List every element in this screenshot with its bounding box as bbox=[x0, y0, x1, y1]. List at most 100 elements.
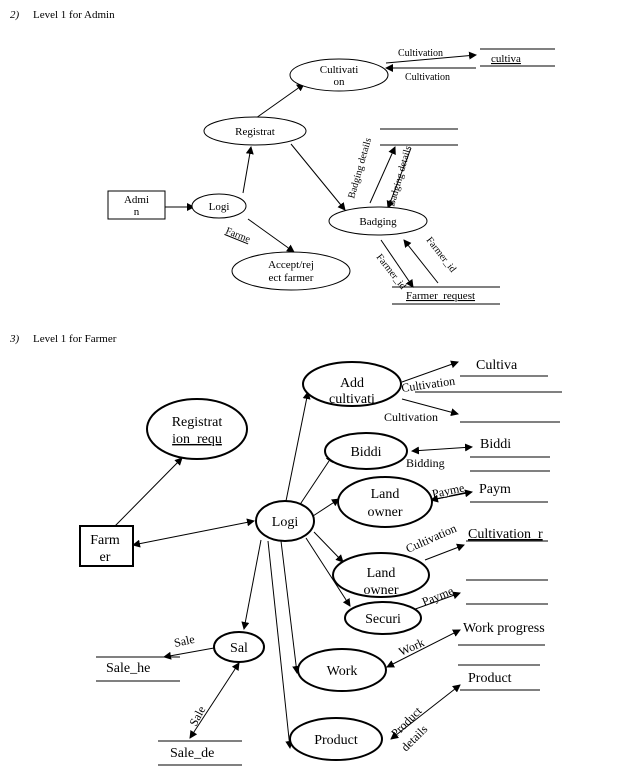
flow-farmer-id-2: Farmer_id bbox=[424, 235, 458, 275]
process-bidding[interactable]: Biddi bbox=[324, 432, 408, 470]
login-to-accept-arrow bbox=[247, 218, 295, 253]
farmer-entity-line1: Farm bbox=[90, 533, 120, 548]
payme-1-arrow bbox=[430, 489, 473, 503]
farmer-login-arrow bbox=[132, 518, 255, 548]
registration-request-line1: Registrat bbox=[172, 415, 223, 430]
store-cultivation-r: Cultivation_r bbox=[468, 527, 543, 542]
work-arrow bbox=[386, 629, 461, 668]
add-cultivation-line1: Add bbox=[340, 376, 364, 391]
registration-to-badging-arrow bbox=[290, 143, 346, 211]
process-land-owner-2[interactable]: Land owner bbox=[332, 552, 430, 598]
flow-sale-1: Sale bbox=[173, 632, 196, 650]
land-owner-1-line1: Land bbox=[371, 487, 400, 502]
login-to-product-arrow bbox=[267, 540, 294, 749]
store-sale-de: Sale_de bbox=[170, 746, 214, 761]
process-accept-reject-admin[interactable]: Accept/rej ect farmer bbox=[231, 251, 351, 291]
login-to-sale-arrow bbox=[241, 539, 262, 630]
bidding-arrow bbox=[411, 443, 473, 455]
process-registration-label: Registrat bbox=[235, 126, 275, 138]
store-biddi: Biddi bbox=[480, 437, 511, 452]
process-product[interactable]: Product bbox=[289, 717, 383, 761]
store-cultiva-farmer: Cultiva bbox=[476, 358, 518, 373]
registration-to-cultivation-arrow bbox=[255, 83, 305, 119]
login-to-bidding-arrow bbox=[298, 454, 334, 507]
process-login-farmer[interactable]: Logi bbox=[255, 500, 315, 542]
flow-farme: Farme bbox=[224, 226, 252, 246]
land-owner-1-line2: owner bbox=[368, 505, 403, 520]
process-sale[interactable]: Sal bbox=[213, 631, 265, 663]
farmer-id-down-arrow bbox=[380, 239, 414, 288]
login-to-add-cultivation-arrow bbox=[285, 391, 311, 502]
cultivation-out-2-arrow bbox=[401, 398, 459, 417]
farmer-entity[interactable]: Farm er bbox=[79, 525, 134, 567]
farmer-to-registration-arrow bbox=[114, 457, 183, 527]
process-security[interactable]: Securi bbox=[344, 601, 422, 635]
process-cultivation-admin[interactable]: Cultivati on bbox=[289, 58, 389, 92]
badging-details-up-arrow bbox=[369, 146, 396, 204]
process-cultivation-line1: Cultivati bbox=[320, 64, 359, 76]
admin-entity-line2: n bbox=[134, 206, 140, 218]
admin-connectors bbox=[165, 48, 555, 305]
sale-de-sale-arrow bbox=[189, 662, 240, 739]
cultivation-3-arrow bbox=[424, 543, 465, 561]
flow-work: Work bbox=[397, 635, 427, 659]
admin-entity-line1: Admi bbox=[124, 194, 149, 206]
farmer-connectors bbox=[96, 360, 562, 766]
flow-sale-2: Sale bbox=[186, 704, 208, 729]
land-owner-2-line2: owner bbox=[364, 583, 399, 598]
section-number: 2) bbox=[10, 9, 20, 21]
admin-entity[interactable]: Admi n bbox=[107, 190, 166, 220]
section-number: 3) bbox=[9, 333, 20, 345]
login-to-land-owner-1-arrow bbox=[312, 498, 340, 517]
flow-cultivation-2: Cultivation bbox=[384, 410, 438, 424]
product-label: Product bbox=[314, 733, 358, 748]
login-farmer-label: Logi bbox=[272, 515, 299, 530]
login-to-registration-arrow bbox=[242, 146, 254, 194]
process-registration-admin[interactable]: Registrat bbox=[203, 116, 307, 146]
sale-label: Sal bbox=[230, 641, 248, 656]
badging-details-down-arrow bbox=[386, 147, 412, 209]
store-paym: Paym bbox=[479, 482, 511, 497]
flow-cultivation-in: Cultivation bbox=[405, 72, 450, 83]
section-title: Level 1 for Admin bbox=[33, 9, 115, 21]
security-label: Securi bbox=[365, 612, 401, 627]
login-to-security-arrow bbox=[305, 537, 351, 607]
login-to-work-arrow bbox=[280, 540, 301, 674]
cultivation-out-arrow bbox=[401, 360, 459, 383]
process-accept-line2: ect farmer bbox=[269, 272, 314, 284]
registration-request-line2: ion_requ bbox=[172, 432, 222, 447]
store-sale-he: Sale_he bbox=[106, 661, 150, 676]
process-work[interactable]: Work bbox=[297, 648, 387, 692]
store-farmer-request: Farmer_request bbox=[406, 290, 475, 302]
process-login-label: Logi bbox=[209, 201, 230, 213]
process-cultivation-line2: on bbox=[334, 76, 346, 88]
flow-payme-1: Payme bbox=[431, 480, 466, 500]
flow-badging-details-2: Badging details bbox=[386, 145, 414, 208]
process-add-cultivation[interactable]: Add cultivati bbox=[302, 361, 402, 407]
farmer-id-up-arrow bbox=[403, 239, 439, 284]
process-land-owner-1[interactable]: Land owner bbox=[337, 476, 433, 528]
land-owner-2-line1: Land bbox=[367, 566, 396, 581]
work-label: Work bbox=[327, 664, 358, 679]
bidding-label: Biddi bbox=[350, 445, 381, 460]
login-to-land-owner-2-arrow bbox=[313, 531, 344, 563]
process-badging-label: Badging bbox=[359, 216, 397, 228]
store-cultiva-admin: cultiva bbox=[491, 53, 521, 65]
section-title: Level 1 for Farmer bbox=[33, 333, 117, 345]
farmer-entity-line2: er bbox=[100, 550, 111, 565]
flow-bidding: Bidding bbox=[406, 456, 445, 470]
process-accept-line1: Accept/rej bbox=[268, 259, 314, 271]
process-badging-admin[interactable]: Badging bbox=[328, 206, 428, 236]
flow-payme-2: Payme bbox=[420, 584, 456, 609]
sale-to-sale-he-arrow bbox=[163, 647, 215, 660]
flow-badging-details-1: Badging details bbox=[346, 137, 374, 200]
product-details-arrow bbox=[390, 684, 461, 740]
process-registration-request[interactable]: Registrat ion_requ bbox=[146, 398, 248, 460]
store-work-progress: Work progress bbox=[463, 621, 545, 636]
store-product: Product bbox=[468, 671, 512, 686]
add-cultivation-line2: cultivati bbox=[329, 392, 375, 407]
process-login-admin[interactable]: Logi bbox=[191, 193, 247, 219]
cultivation-out-arrow bbox=[385, 51, 477, 64]
flow-cultivation-out: Cultivation bbox=[398, 48, 443, 59]
